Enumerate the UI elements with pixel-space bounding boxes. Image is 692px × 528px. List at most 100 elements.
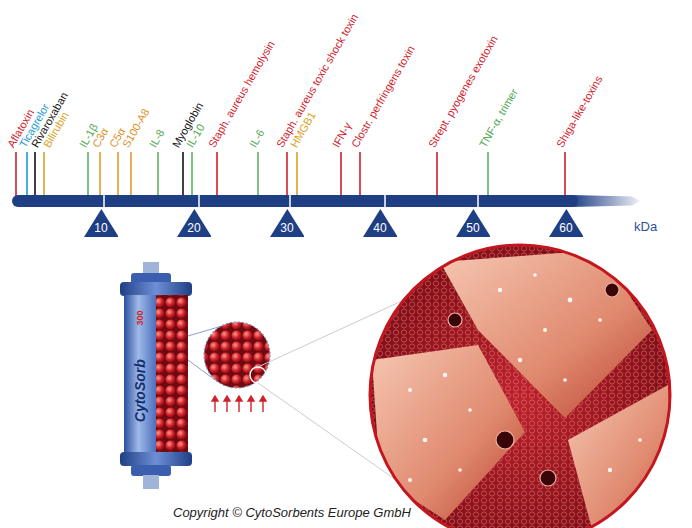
tick-line: [87, 152, 89, 197]
molecule: [605, 283, 619, 297]
pore-dot: [568, 298, 573, 303]
scale-marker: 20: [177, 209, 212, 237]
cartridge-port: [131, 465, 171, 476]
molecule-label: IL-6: [247, 127, 268, 150]
adsorbed-molecules: [448, 283, 619, 486]
cartridge-cap: [120, 282, 192, 296]
copyright-caption: Copyright © CytoSorbents Europe GmbH: [173, 505, 411, 520]
flow-arrow-head: [236, 396, 242, 401]
flow-arrow-head: [260, 396, 266, 401]
tick-line: [487, 152, 489, 197]
pore-dot: [498, 288, 502, 292]
flow-arrow-head: [248, 396, 254, 401]
bead-highlight: [250, 367, 266, 383]
pore-dot: [423, 438, 428, 443]
axis-gap: [103, 195, 105, 207]
scale-marker: 30: [270, 209, 305, 237]
marker-triangle: [456, 209, 491, 237]
cartridge-cap: [120, 452, 192, 466]
pore-dot: [408, 478, 412, 482]
molecule-label: IL-8: [147, 127, 168, 150]
cartridge-port: [143, 475, 159, 489]
axis-gap: [289, 195, 291, 207]
pore-dots: [408, 273, 642, 502]
cartridge-beads: [156, 295, 188, 453]
flow-arrow: [250, 400, 251, 412]
cartridge-body: [124, 295, 156, 453]
molecule-label: Shiga-like-toxins: [554, 74, 606, 150]
model-number: 300: [135, 310, 145, 325]
marker-triangle: [363, 209, 398, 237]
bead-fill: [200, 318, 280, 398]
cartridge: [120, 262, 192, 489]
scale-number: 20: [177, 209, 212, 235]
tick-line: [286, 152, 288, 197]
pore-zoom: [370, 245, 675, 528]
pore-dot: [533, 273, 537, 277]
axis-gap: [198, 195, 200, 207]
pore-dot: [408, 388, 412, 392]
tick-line: [157, 152, 159, 197]
scale-marker: 40: [363, 209, 398, 237]
tick-line: [117, 152, 119, 197]
pore-dot: [458, 468, 462, 472]
marker-triangle: [177, 209, 212, 237]
pore-dot: [468, 408, 472, 412]
bead-zoom: [200, 318, 280, 398]
scale-marker: 50: [456, 209, 491, 237]
marker-triangle: [549, 209, 584, 237]
tick-line: [26, 152, 28, 197]
tick-line: [296, 152, 298, 197]
molecule-label: TNF-α, trimer: [477, 87, 521, 150]
scale-number: 60: [549, 209, 584, 235]
brand-label: CytoSorb: [132, 359, 147, 422]
tick-line: [340, 152, 342, 197]
pore-dot: [638, 438, 642, 442]
marker-triangle: [84, 209, 119, 237]
scale-marker: 60: [549, 209, 584, 237]
tick-line: [99, 152, 101, 197]
bead-zoom-ring: [204, 322, 270, 388]
scale-marker: 10: [84, 209, 119, 237]
pore-zoom-rim: [370, 245, 670, 528]
axis-gap: [477, 195, 479, 207]
tick-line: [216, 152, 218, 197]
pore-dot: [608, 468, 612, 472]
molecule: [540, 470, 556, 486]
molecule: [496, 431, 514, 449]
flow-arrow-head: [212, 396, 218, 401]
pore-dot: [563, 378, 567, 382]
molecule-label: Clostr. perfringens toxin: [349, 43, 418, 150]
tick-line: [43, 152, 45, 197]
scale-number: 30: [270, 209, 305, 235]
tick-lines: [16, 152, 565, 197]
tick-line: [257, 152, 259, 197]
unit-label: kDa: [634, 220, 657, 235]
scale-number: 50: [456, 209, 491, 235]
molecule-label: IFN-γ: [330, 120, 355, 150]
pore-dot: [518, 358, 522, 362]
tick-line: [436, 152, 438, 197]
scale-number: 10: [84, 209, 119, 235]
marker-triangle: [270, 209, 305, 237]
pore-dot: [598, 318, 602, 322]
flow-arrow: [226, 400, 227, 412]
molecule-label: Staph. aureus hemolysin: [206, 39, 278, 150]
tick-line: [564, 152, 566, 197]
axis-arrow: [572, 195, 640, 207]
bead-facet: [372, 345, 525, 520]
tick-line: [191, 152, 193, 197]
flow-arrow: [238, 400, 239, 412]
axis-bar: [12, 195, 578, 207]
tick-line: [15, 152, 17, 197]
tick-line: [34, 152, 36, 197]
tick-line: [182, 152, 184, 197]
pore-dot: [443, 373, 447, 377]
molecule: [448, 313, 462, 327]
pore-dot: [543, 328, 547, 332]
flow-arrow-head: [224, 396, 230, 401]
axis-gaps: [104, 195, 478, 207]
